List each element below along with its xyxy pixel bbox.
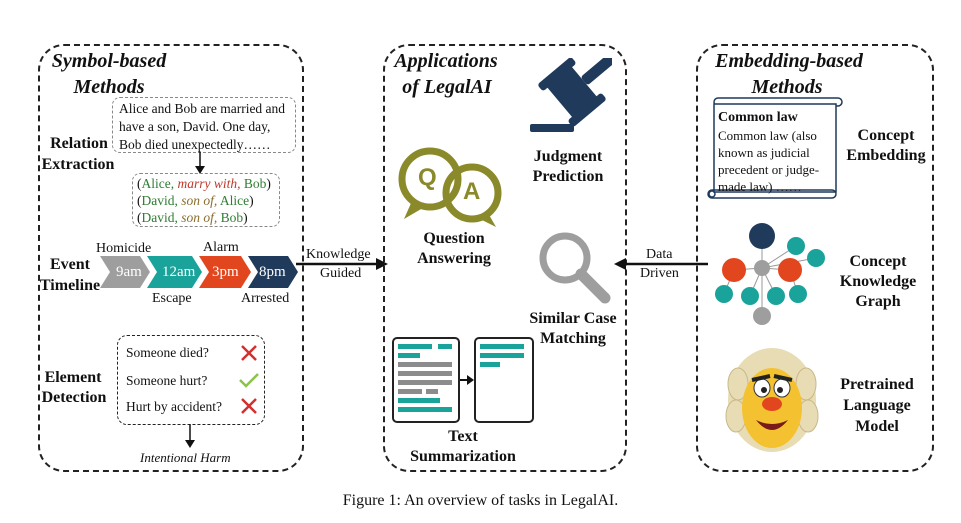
triple-3: (David, son of, Bob) (137, 210, 248, 225)
event-timeline-label-1: Event (50, 256, 90, 273)
cross-icon (241, 345, 257, 361)
concept-embedding-label-1: Concept (857, 127, 915, 144)
knowledge-guided-label-1: Knowledge (306, 247, 371, 262)
chevron-12am (147, 256, 202, 288)
element-result: Intentional Harm (140, 450, 231, 465)
concept-kg-label-3: Graph (855, 293, 901, 310)
concept-kg-label-1: Concept (849, 253, 907, 270)
timeline-time-12am: 12am (162, 264, 196, 280)
text-summarization-label-1: Text (448, 428, 478, 445)
element-question-hurt: Someone hurt? (126, 373, 208, 388)
qa-a-letter: A (463, 178, 481, 205)
scroll-title: Common law (718, 110, 798, 125)
timeline-time-3pm: 3pm (212, 264, 239, 280)
knowledge-guided-arrow (296, 258, 388, 270)
chevron-3pm (199, 256, 251, 288)
plm-label-3: Model (855, 418, 899, 435)
timeline-time-9am: 9am (116, 264, 142, 280)
embedding-based-title-2: Methods (751, 76, 823, 98)
triples-box: (Alice, marry with, Bob) (David, son of,… (132, 173, 280, 227)
judgment-prediction-label-2: Prediction (532, 168, 604, 185)
source-document-lines (398, 344, 452, 412)
timeline-above-alarm: Alarm (203, 240, 239, 255)
cross-icon (241, 398, 257, 414)
concept-embedding-label-2: Embedding (846, 147, 926, 164)
symbol-based-title-2: Methods (73, 76, 145, 98)
embedding-based-title-1: Embedding-based (715, 50, 863, 72)
chevron-8pm (248, 256, 298, 288)
qa-q-letter: Q (418, 164, 437, 191)
scroll-icon (707, 97, 843, 199)
timeline-below-arrested: Arrested (241, 291, 290, 306)
question-answering-label-1: Question (423, 230, 485, 247)
data-driven-arrow (614, 258, 708, 270)
scroll-text: Common law (also known as judicial prece… (718, 128, 820, 194)
language-model-mascot-icon (725, 348, 819, 452)
story-to-triples-arrow (195, 152, 205, 174)
concept-kg-label-2: Knowledge (839, 273, 917, 290)
element-detection-label-1: Element (44, 369, 102, 386)
element-question-died: Someone died? (126, 345, 209, 360)
story-text-box: Alice and Bob are married and have a son… (112, 97, 296, 153)
applications-title-2: of LegalAI (402, 76, 492, 98)
relation-extraction-label-2: Extraction (41, 156, 115, 173)
summary-document-icon (474, 337, 534, 423)
chevron-9am (100, 256, 150, 288)
symbol-based-title-1: Symbol-based (51, 50, 167, 72)
judgment-prediction-label-1: Judgment (533, 148, 603, 165)
gavel-icon (530, 58, 612, 132)
triple-2: (David, son of, Alice) (137, 193, 254, 208)
element-to-result-arrow (185, 424, 195, 448)
qa-bubbles-icon (398, 147, 502, 227)
event-timeline-label-2: Timeline (39, 277, 101, 294)
plm-label-1: Pretrained (840, 376, 914, 393)
similar-case-label-2: Matching (540, 330, 606, 347)
symbol-based-panel (38, 44, 304, 472)
event-timeline-chevrons (100, 256, 298, 288)
embedding-based-panel (696, 44, 934, 472)
element-detection-box (117, 335, 265, 425)
timeline-below-escape: Escape (152, 291, 192, 306)
timeline-above-homicide: Homicide (96, 241, 152, 256)
applications-title-1: Applications (394, 50, 498, 72)
magnifier-icon (539, 232, 611, 304)
text-summarization-label-2: Summarization (410, 448, 516, 465)
timeline-time-8pm: 8pm (259, 264, 286, 280)
summary-document-lines (480, 344, 524, 367)
question-answering-label-2: Answering (417, 250, 491, 267)
element-question-accident: Hurt by accident? (126, 399, 222, 414)
plm-label-2: Language (843, 397, 911, 414)
element-detection-label-2: Detection (41, 389, 107, 406)
data-driven-label-1: Data (646, 247, 673, 262)
figure-caption: Figure 1: An overview of tasks in LegalA… (342, 492, 619, 509)
triple-1: (Alice, marry with, Bob) (137, 176, 271, 191)
check-icon (239, 373, 259, 388)
similar-case-label-1: Similar Case (529, 310, 617, 327)
knowledge-graph-icon (715, 223, 825, 325)
summarize-arrow (460, 375, 474, 385)
data-driven-label-2: Driven (640, 266, 679, 281)
knowledge-guided-label-2: Guided (320, 266, 362, 281)
relation-extraction-label-1: Relation (50, 135, 108, 152)
